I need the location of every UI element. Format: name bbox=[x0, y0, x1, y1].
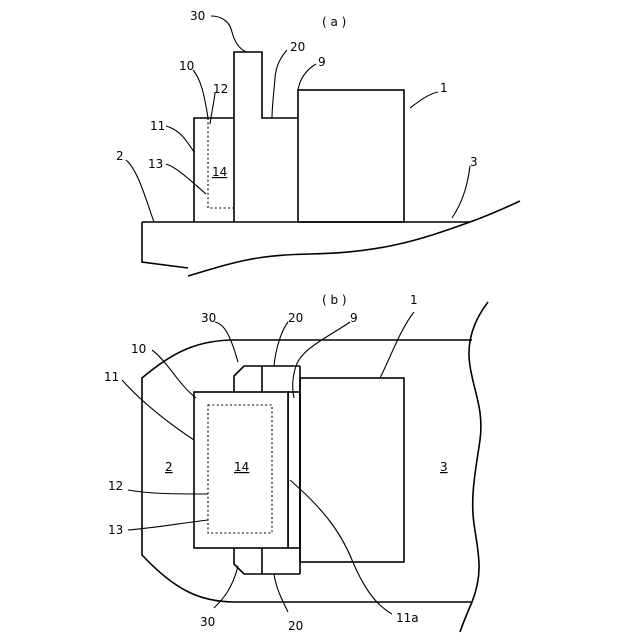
part-20-top bbox=[234, 366, 300, 392]
leader-b-20-bottom bbox=[274, 574, 288, 612]
leader-12 bbox=[210, 93, 215, 124]
label-a-3: 3 bbox=[470, 155, 478, 169]
label-a-12: 12 bbox=[213, 82, 228, 96]
component-1 bbox=[298, 90, 404, 222]
leader-b-11 bbox=[122, 380, 194, 440]
part-12-dotted bbox=[208, 118, 234, 208]
break-line-right bbox=[460, 302, 488, 632]
leader-b-10 bbox=[152, 350, 196, 398]
label-b-30-bottom: 30 bbox=[200, 615, 215, 629]
label-b-30-top: 30 bbox=[201, 311, 216, 325]
label-a-11: 11 bbox=[150, 119, 165, 133]
label-b-9: 9 bbox=[350, 311, 358, 325]
label-b-12: 12 bbox=[108, 479, 123, 493]
label-b-13: 13 bbox=[108, 523, 123, 537]
label-a-2: 2 bbox=[116, 149, 124, 163]
leader-b-1 bbox=[380, 312, 414, 378]
leader-3 bbox=[452, 166, 470, 218]
component-1-top bbox=[300, 378, 404, 562]
label-a-13: 13 bbox=[148, 157, 163, 171]
base-plate bbox=[142, 222, 188, 268]
label-a-9: 9 bbox=[318, 55, 326, 69]
label-b-2: 2 bbox=[165, 460, 173, 474]
label-b-14: 14 bbox=[234, 460, 249, 474]
figure-a: ( a ) 30 20 9 10 12 11 1 2 13 14 bbox=[116, 9, 520, 276]
leader-1 bbox=[410, 92, 438, 108]
leader-13 bbox=[166, 164, 206, 194]
label-a-10: 10 bbox=[179, 59, 194, 73]
break-line-upper bbox=[470, 201, 520, 222]
label-b-11: 11 bbox=[104, 370, 119, 384]
leader-20 bbox=[272, 50, 287, 118]
label-a-30: 30 bbox=[190, 9, 205, 23]
label-b-10: 10 bbox=[131, 342, 146, 356]
leader-10 bbox=[193, 70, 208, 118]
leader-b-30-top bbox=[215, 322, 238, 362]
leader-b-9 bbox=[293, 322, 350, 398]
leader-b-20-top bbox=[274, 322, 288, 366]
figure-a-caption: ( a ) bbox=[322, 15, 346, 29]
leader-b-11a bbox=[290, 480, 392, 614]
part-30-post bbox=[234, 52, 298, 222]
label-b-1: 1 bbox=[410, 293, 418, 307]
leader-11 bbox=[166, 126, 194, 152]
leader-9 bbox=[298, 64, 316, 90]
figure-b: ( b ) 30 20 9 1 10 bbox=[104, 293, 488, 633]
base-break-curve bbox=[188, 222, 470, 276]
leader-30 bbox=[211, 16, 246, 52]
label-b-11a: 11a bbox=[396, 611, 419, 625]
figure-b-caption: ( b ) bbox=[322, 293, 347, 307]
label-a-20: 20 bbox=[290, 40, 305, 54]
label-b-3: 3 bbox=[440, 460, 448, 474]
label-b-20-bottom: 20 bbox=[288, 619, 303, 633]
part-20-bottom bbox=[234, 548, 300, 574]
label-a-1: 1 bbox=[440, 81, 448, 95]
part-9-strip bbox=[288, 392, 300, 548]
label-a-14: 14 bbox=[212, 165, 227, 179]
label-b-20-top: 20 bbox=[288, 311, 303, 325]
